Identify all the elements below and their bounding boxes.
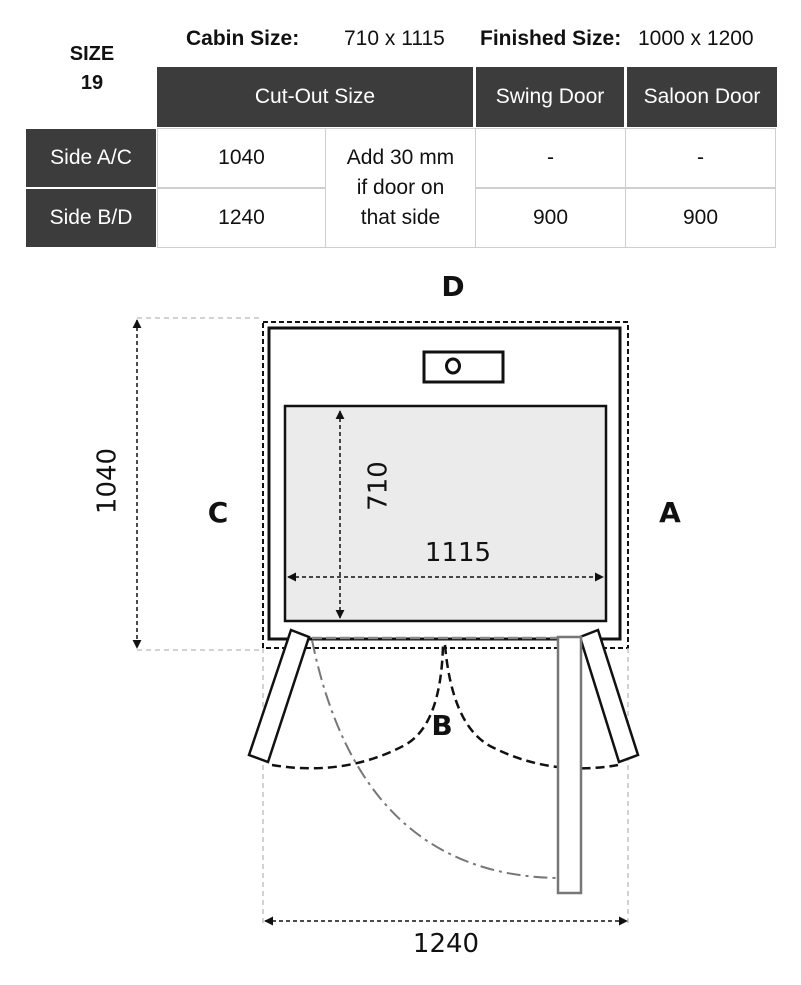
side-label-d: D [441,270,464,303]
saloon-door-right-leaf [578,628,640,764]
size-label: SIZE 19 [52,40,132,98]
cell-cutout-note: Add 30 mm if door on that side [325,128,476,248]
side-label-c: C [208,496,229,529]
size-number: 19 [80,72,104,94]
note-line-2: if door on [356,176,445,199]
note-line-1: Add 30 mm [346,146,455,169]
dim-inner-height-label: 710 [364,461,394,511]
side-label-a: A [659,496,681,529]
side-label-b: B [431,709,452,742]
cell-swing-ac: - [475,128,626,188]
row-label-side-bd: Side B/D [26,189,156,247]
col-header-swing-door: Swing Door [476,67,624,127]
dim-outer-height-label: 1040 [93,448,123,514]
heater-knob-icon [445,357,461,375]
col-header-saloon-door: Saloon Door [627,67,777,127]
cabin-interior [283,404,608,623]
cabin-size-value: 710 x 1115 [344,27,445,50]
finished-size-label: Finished Size: [480,27,622,50]
size-title: SIZE [69,43,115,65]
cell-saloon-ac: - [625,128,776,188]
finished-size-value: 1000 x 1200 [638,27,754,50]
row-label-side-ac: Side A/C [26,129,156,187]
extension-lines [137,317,629,925]
col-header-cutout: Cut-Out Size [157,67,473,127]
dim-outer-width-label: 1240 [413,929,479,959]
cell-swing-bd: 900 [475,188,626,248]
heater-unit [422,350,505,384]
saloon-swing-arc-right [443,644,619,770]
cell-cutout-bd: 1240 [157,188,326,248]
dim-inner-width-label: 1115 [425,538,491,568]
swing-door-leaf [556,635,583,895]
swing-door-arc [311,639,559,879]
cell-saloon-bd: 900 [625,188,776,248]
saloon-door-left-leaf [247,628,311,764]
note-line-3: that side [360,206,441,229]
cell-cutout-ac: 1040 [157,128,326,188]
cabin-size-label: Cabin Size: [186,27,300,50]
saloon-swing-arc-left [271,644,445,770]
